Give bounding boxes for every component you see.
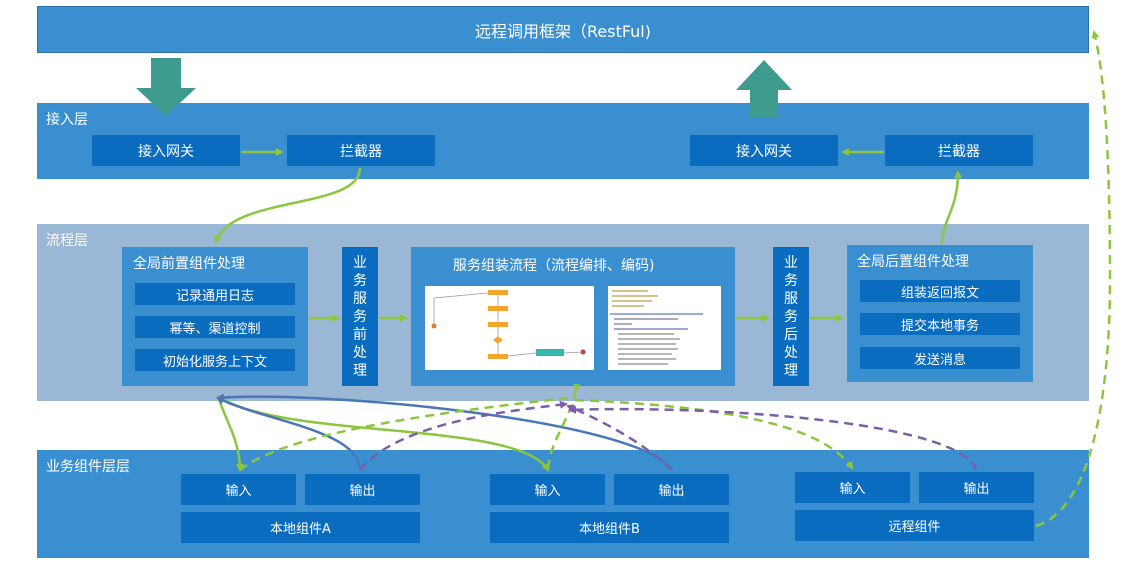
pre-item-idempotent[interactable]: 幂等、渠道控制 xyxy=(135,316,295,338)
access-gateway-left-label: 接入网关 xyxy=(138,143,194,160)
flow-diagram-icon xyxy=(431,290,586,359)
post-service-char: 理 xyxy=(784,362,798,379)
interceptor-left-label: 拦截器 xyxy=(340,143,382,160)
b-output-to-assembly-dashed xyxy=(566,404,673,471)
remote-to-framework-dashed xyxy=(1035,30,1112,528)
component-b[interactable]: 本地组件B xyxy=(490,512,729,543)
post-item-response-label: 组装返回报文 xyxy=(900,285,979,301)
component-b-output-label: 输出 xyxy=(658,484,685,499)
assembly-title: 服务组装流程（流程编排、编码) xyxy=(453,258,655,274)
remote-component-label: 远程组件 xyxy=(888,520,941,535)
remote-component-output[interactable]: 输出 xyxy=(919,472,1034,503)
pre-service-char: 前 xyxy=(353,326,367,343)
pre-item-log[interactable]: 记录通用日志 xyxy=(135,283,295,305)
post-service-char: 业 xyxy=(784,254,798,271)
code-editor-thumbnail xyxy=(608,286,721,370)
pre-service-char: 业 xyxy=(353,254,367,271)
component-b-output[interactable]: 输出 xyxy=(614,474,729,505)
assembly-to-remote-input-dashed xyxy=(574,398,854,470)
post-item-response[interactable]: 组装返回报文 xyxy=(860,280,1020,302)
post-item-commit-label: 提交本地事务 xyxy=(900,318,979,334)
code-snippet-icon xyxy=(610,290,703,365)
post-service-char: 处 xyxy=(784,344,798,361)
pre-item-context[interactable]: 初始化服务上下文 xyxy=(135,349,295,371)
a-output-to-pre-arrow xyxy=(216,396,362,471)
top-banner-title: 远程调用框架（RestFul) xyxy=(474,21,651,41)
access-gateway-left[interactable]: 接入网关 xyxy=(92,135,240,166)
pre-global-title: 全局前置组件处理 xyxy=(133,256,245,272)
post-service-char: 务 xyxy=(784,308,798,325)
component-a-input-label: 输入 xyxy=(225,484,252,499)
component-b-label: 本地组件B xyxy=(579,522,640,537)
postglobal-to-interceptor-arrow xyxy=(940,170,962,245)
interceptor-to-preglobal-arrow xyxy=(213,167,362,244)
interceptor-left[interactable]: 拦截器 xyxy=(287,135,435,166)
top-banner: 远程调用框架（RestFul) xyxy=(37,6,1089,53)
pre-to-b-input-arrow xyxy=(217,394,550,472)
assembly-to-a-input-dashed xyxy=(239,396,569,471)
pre-service-char: 处 xyxy=(353,344,367,361)
pre-service-box[interactable]: 业 务 服 务 前 处 理 xyxy=(342,247,378,386)
component-b-input[interactable]: 输入 xyxy=(490,474,605,505)
a-output-to-assembly-dashed xyxy=(359,400,568,471)
remote-component-input-label: 输入 xyxy=(839,482,866,497)
post-service-char: 后 xyxy=(784,326,798,343)
component-a-output-label: 输出 xyxy=(349,484,376,499)
access-gateway-right-label: 接入网关 xyxy=(736,143,792,160)
component-a-input[interactable]: 输入 xyxy=(181,474,296,505)
pre-service-char: 务 xyxy=(353,272,367,289)
flow-layer-title: 流程层 xyxy=(46,233,88,249)
post-global-title: 全局后置组件处理 xyxy=(857,254,969,270)
post-service-char: 务 xyxy=(784,272,798,289)
pre-item-context-label: 初始化服务上下文 xyxy=(162,354,267,370)
up-arrow-icon xyxy=(736,60,792,118)
pre-service-char: 务 xyxy=(353,308,367,325)
post-service-char: 服 xyxy=(784,290,798,307)
flow-editor-thumbnail xyxy=(425,286,594,370)
post-item-message-label: 发送消息 xyxy=(913,352,966,368)
post-service-box[interactable]: 业 务 服 务 后 处 理 xyxy=(773,247,809,386)
interceptor-right[interactable]: 拦截器 xyxy=(885,135,1033,166)
remote-component-output-label: 输出 xyxy=(963,482,990,497)
down-arrow-icon xyxy=(136,58,196,116)
pre-item-idempotent-label: 幂等、渠道控制 xyxy=(169,321,261,337)
remote-component-input[interactable]: 输入 xyxy=(795,472,910,503)
b-output-to-pre-arrow xyxy=(216,393,674,471)
component-a[interactable]: 本地组件A xyxy=(181,512,420,543)
remote-component[interactable]: 远程组件 xyxy=(795,510,1034,541)
component-a-label: 本地组件A xyxy=(270,522,331,537)
access-layer-title: 接入层 xyxy=(46,112,88,128)
pre-item-log-label: 记录通用日志 xyxy=(175,288,254,304)
component-layer-title: 业务组件层层 xyxy=(46,459,130,475)
post-item-message[interactable]: 发送消息 xyxy=(860,347,1020,369)
access-gateway-right[interactable]: 接入网关 xyxy=(690,135,838,166)
remote-output-to-assembly-dashed xyxy=(568,405,978,471)
pre-service-char: 理 xyxy=(353,362,367,379)
component-b-input-label: 输入 xyxy=(534,484,561,499)
component-a-output[interactable]: 输出 xyxy=(305,474,420,505)
pre-service-char: 服 xyxy=(353,290,367,307)
post-item-commit[interactable]: 提交本地事务 xyxy=(860,313,1020,335)
assembly-to-b-input-dashed xyxy=(546,383,582,471)
interceptor-right-label: 拦截器 xyxy=(938,143,980,160)
